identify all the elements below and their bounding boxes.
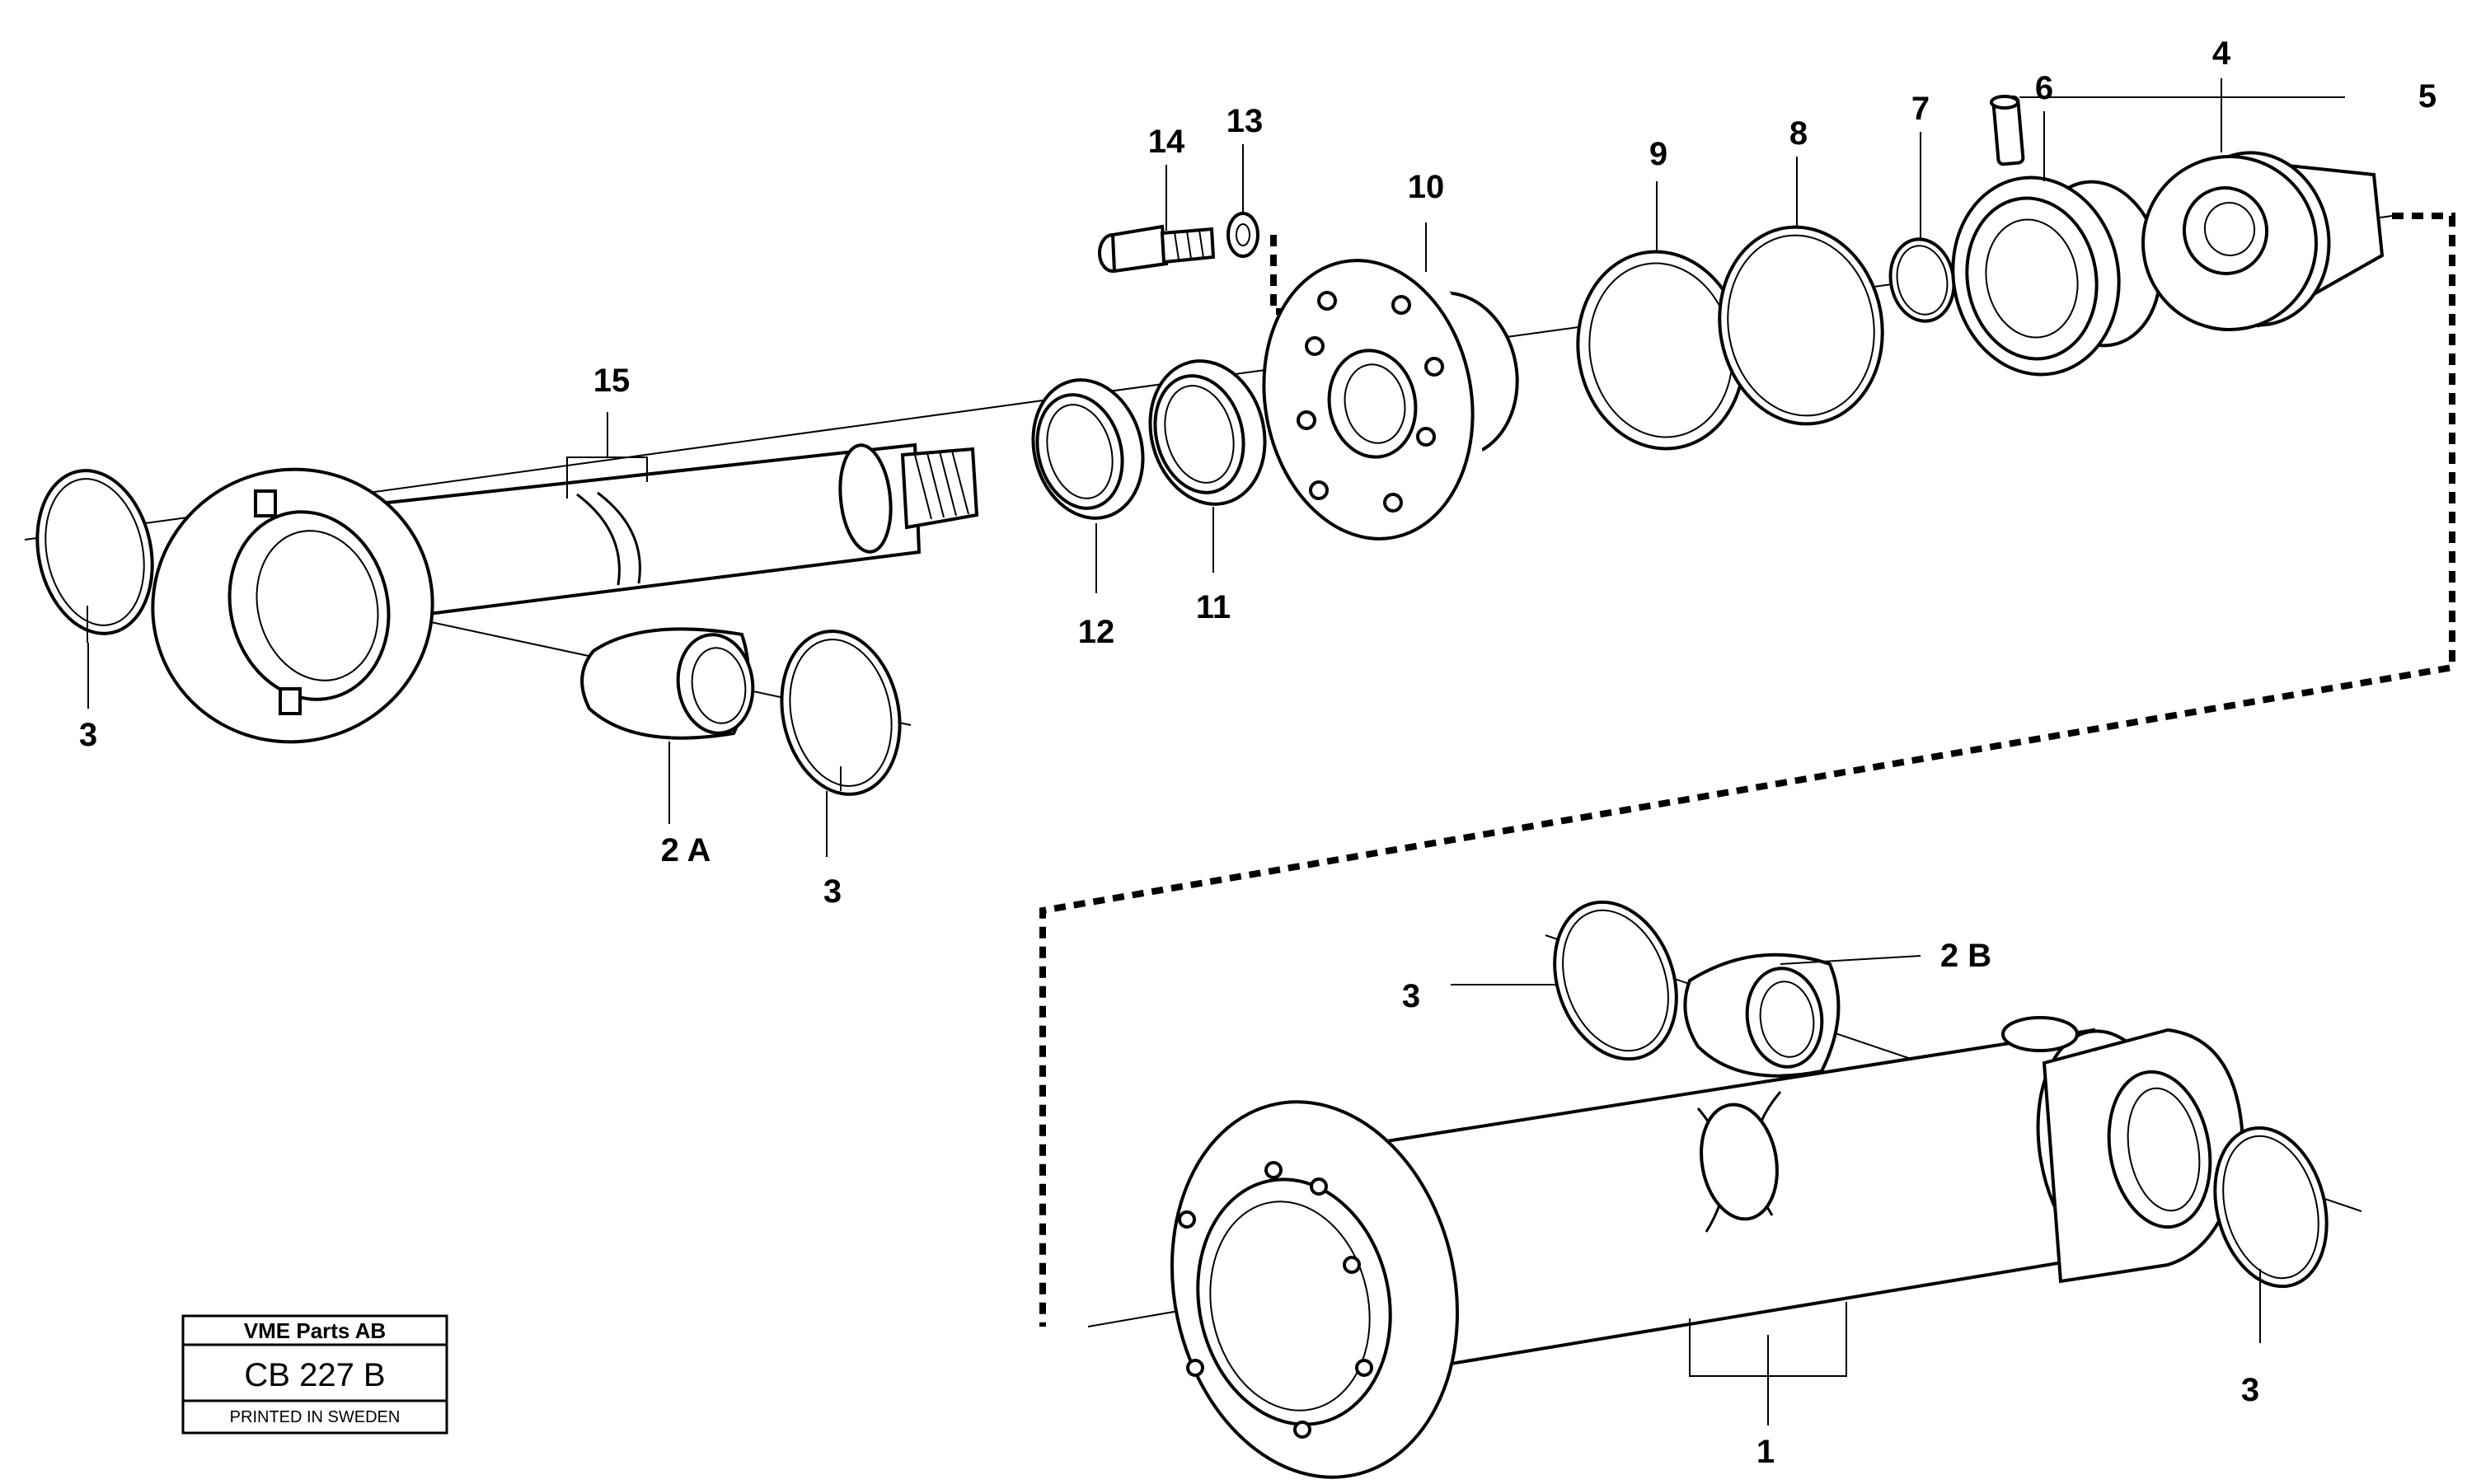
nut-4 [2141,151,2385,331]
piston-6 [1951,176,2162,377]
stamp-code: CB 227 B [244,1357,385,1393]
callout-11: 11 [1196,589,1231,625]
callout-2b: 2 B [1940,938,1991,974]
washer-13 [1226,212,1259,258]
callout-4: 4 [2212,35,2231,72]
callout-3-lower-left: 3 [1402,978,1420,1014]
stamp-company: VME Parts AB [244,1318,386,1343]
cylinder-barrel-1 [1170,1016,2244,1479]
circlip-lower-left [1553,900,1678,1061]
callout-labels: 3 15 2 A 3 12 11 14 13 10 9 8 7 6 4 5 3 … [79,35,2437,1470]
cylinder-head-10 [1262,259,1519,541]
callout-10: 10 [1408,169,1445,205]
piston-rod [151,442,979,744]
circlip-left [35,469,154,643]
pin-5 [1990,95,2025,166]
callout-1: 1 [1756,1434,1775,1470]
o-ring-8 [1718,225,1884,426]
leader-lines [87,78,2345,1425]
callout-3-mid: 3 [823,873,842,910]
callout-5: 5 [2418,78,2437,115]
callout-12: 12 [1078,614,1115,650]
callout-6: 6 [2035,70,2053,106]
callout-2a: 2 A [661,832,711,868]
callout-9: 9 [1649,136,1667,172]
callout-3-lower-right: 3 [2241,1372,2259,1408]
callout-15: 15 [593,363,631,399]
stamp-printed: PRINTED IN SWEDEN [230,1408,401,1426]
circlip-mid [780,630,902,796]
callout-14: 14 [1148,124,1185,160]
callout-13: 13 [1226,103,1264,139]
callout-8: 8 [1789,115,1808,152]
bolt-14 [1098,224,1216,274]
ring-7 [1888,237,1956,323]
seal-12 [1031,378,1145,520]
bushing-2a [580,627,755,740]
callout-3-left: 3 [79,717,97,753]
parts-stamp: VME Parts AB CB 227 B PRINTED IN SWEDEN [181,1314,448,1435]
bushing-2b [1683,953,1841,1078]
circlip-lower-right [2213,1126,2329,1289]
seal-11 [1148,359,1267,506]
callout-7: 7 [1911,91,1930,127]
